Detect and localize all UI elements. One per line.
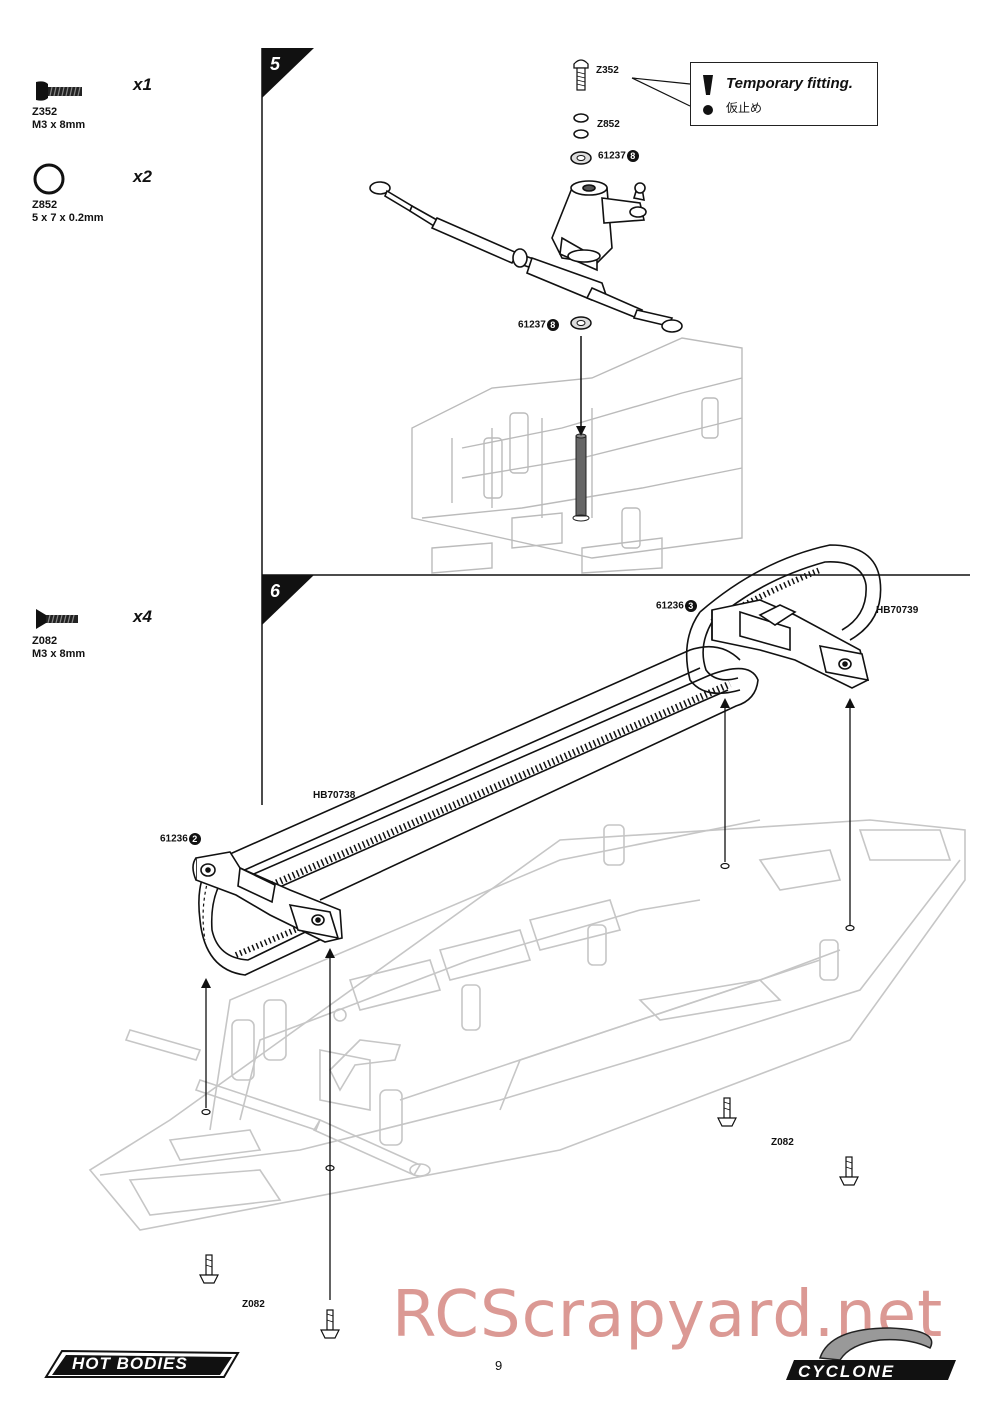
label-z852: Z852 — [597, 119, 620, 130]
part-code: Z082 — [32, 635, 58, 647]
part-size: M3 x 8mm — [32, 648, 86, 660]
note-subtitle: 仮止め — [726, 101, 763, 115]
step-number: 5 — [270, 54, 281, 74]
brand-logo-hot-bodies: HOT BODIES — [42, 1347, 242, 1381]
label-screw-left: Z082 — [242, 1299, 265, 1310]
step-5-marker — [262, 48, 314, 98]
part-qty: x1 — [133, 75, 152, 94]
part-qty: x4 — [133, 607, 152, 626]
label-z352: Z352 — [596, 65, 619, 76]
page-number: 9 — [495, 1358, 503, 1373]
temporary-fitting-note: Temporary fitting. 仮止め — [690, 62, 878, 126]
step-number: 6 — [270, 581, 281, 601]
part-qty: x2 — [133, 167, 152, 186]
steering-assembly-illustration — [369, 59, 743, 574]
callout-badge: 8 — [626, 150, 639, 162]
note-title: Temporary fitting. — [726, 75, 853, 92]
screw-icon — [839, 1156, 859, 1186]
label-screw-right: Z082 — [771, 1137, 794, 1148]
screw-icon — [36, 609, 78, 629]
callout-badge: 3 — [684, 600, 697, 612]
step-6-marker — [262, 575, 314, 625]
washer-icon — [33, 163, 65, 195]
brand-left-text: HOT BODIES — [72, 1354, 188, 1373]
label-belt-long: HB70738 — [313, 790, 356, 801]
callout-badge: 8 — [546, 319, 559, 331]
screw-icon — [320, 1309, 340, 1339]
parts-list: Z352 M3 x 8mm x1 Z852 5 x 7 x 0.2mm x2 — [30, 70, 230, 670]
part-number: 61237 — [598, 150, 626, 162]
brand-right-text: CYCLONE — [798, 1362, 896, 1381]
part-number: 61236 — [656, 600, 684, 612]
part-code: Z352 — [32, 106, 58, 118]
part-number: 61237 — [518, 319, 546, 331]
part-size: 5 x 7 x 0.2mm — [32, 212, 104, 224]
screw-icon — [717, 1097, 737, 1127]
brand-logo-cyclone: CYCLONE — [780, 1318, 960, 1388]
screw-icon — [199, 1254, 219, 1284]
exclamation-icon — [703, 75, 713, 115]
part-number: 61236 — [160, 833, 188, 845]
label-belt-short: HB70739 — [876, 605, 919, 616]
screw-icon — [36, 81, 82, 101]
part-size: M3 x 8mm — [32, 119, 86, 131]
callout-badge: 2 — [188, 833, 201, 845]
part-code: Z852 — [32, 199, 58, 211]
